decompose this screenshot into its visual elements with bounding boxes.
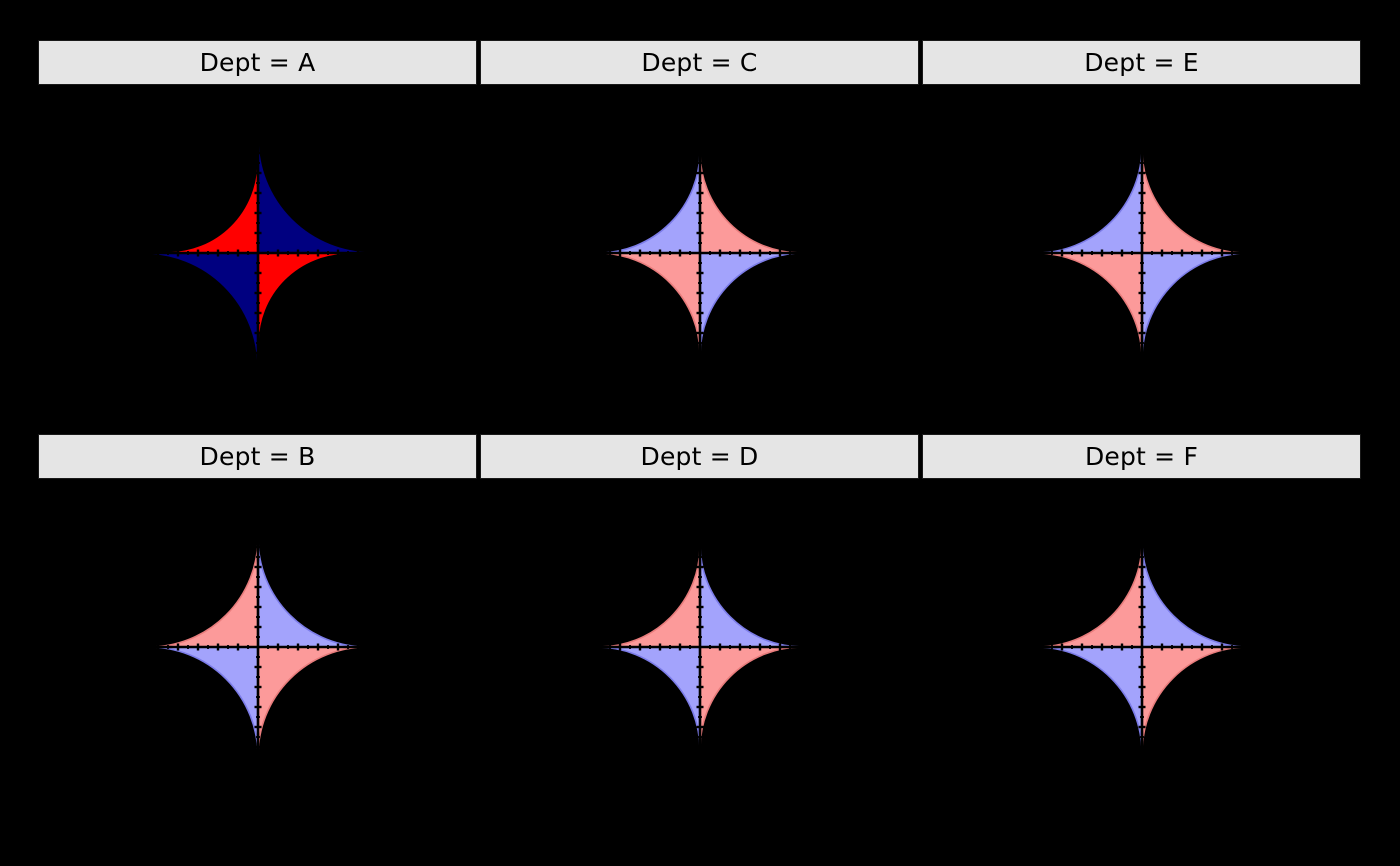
panel-row-top (38, 88, 1361, 418)
wedge-A-Q1 (256, 138, 372, 254)
wedge-D-Q1 (698, 543, 803, 648)
axis-group (596, 150, 803, 356)
polar-plot-D (596, 543, 803, 751)
axis-group (596, 544, 803, 750)
facet-strip-C: Dept = C (480, 40, 919, 85)
polar-plot-E (1035, 146, 1248, 360)
polar-plot-B (148, 537, 367, 757)
polar-panel-B (38, 482, 477, 812)
wedge-B-Q1 (256, 537, 367, 648)
wedge-F-Q4 (1140, 646, 1248, 754)
facet-strip-B: Dept = B (38, 434, 477, 479)
wedge-F-Q2 (1036, 541, 1143, 648)
wedge-E-Q2 (1035, 146, 1143, 254)
wedge-E-Q3 (1035, 252, 1143, 360)
facet-strip-F: Dept = F (922, 434, 1361, 479)
wedge-E-Q4 (1140, 252, 1248, 360)
axis-group (1035, 147, 1248, 359)
facet-strip-D: Dept = D (480, 434, 919, 479)
polar-panel-D (480, 482, 919, 812)
facet-strip-E: Dept = E (922, 40, 1361, 85)
polar-plot-F (1034, 539, 1249, 754)
facet-strip-label-C: Dept = C (641, 48, 758, 77)
wedge-B-Q2 (148, 537, 259, 648)
axis-group (1034, 540, 1249, 754)
facet-strip-row-top: Dept = A Dept = C Dept = E (38, 40, 1361, 85)
wedge-B-Q4 (256, 646, 367, 757)
wedge-F-Q1 (1140, 539, 1249, 648)
facet-strip-label-A: Dept = A (199, 48, 316, 77)
wedge-D-Q3 (596, 646, 701, 751)
wedge-group (148, 537, 367, 757)
wedge-F-Q3 (1035, 646, 1143, 754)
facet-strip-A: Dept = A (38, 40, 477, 85)
polar-panel-C (480, 88, 919, 418)
facet-strip-row-bottom: Dept = B Dept = D Dept = F (38, 434, 1361, 479)
facet-strip-label-B: Dept = B (199, 442, 316, 471)
axis-group (148, 538, 367, 756)
panel-row-bottom (38, 482, 1361, 812)
polar-panel-A (38, 88, 477, 418)
polar-panel-F (922, 482, 1361, 812)
wedge-E-Q1 (1140, 148, 1246, 254)
wedge-A-Q3 (143, 252, 259, 368)
wedge-C-Q4 (698, 252, 803, 357)
wedge-A-Q4 (256, 252, 348, 344)
facet-strip-label-D: Dept = D (640, 442, 759, 471)
axis-group (143, 139, 372, 367)
polar-panel-E (922, 88, 1361, 418)
facet-strip-label-E: Dept = E (1084, 48, 1199, 77)
wedge-A-Q2 (167, 162, 259, 254)
facet-strip-label-F: Dept = F (1084, 442, 1199, 471)
polar-plot-A (143, 138, 372, 368)
polar-plot-C (596, 150, 803, 357)
wedge-B-Q3 (148, 646, 259, 757)
